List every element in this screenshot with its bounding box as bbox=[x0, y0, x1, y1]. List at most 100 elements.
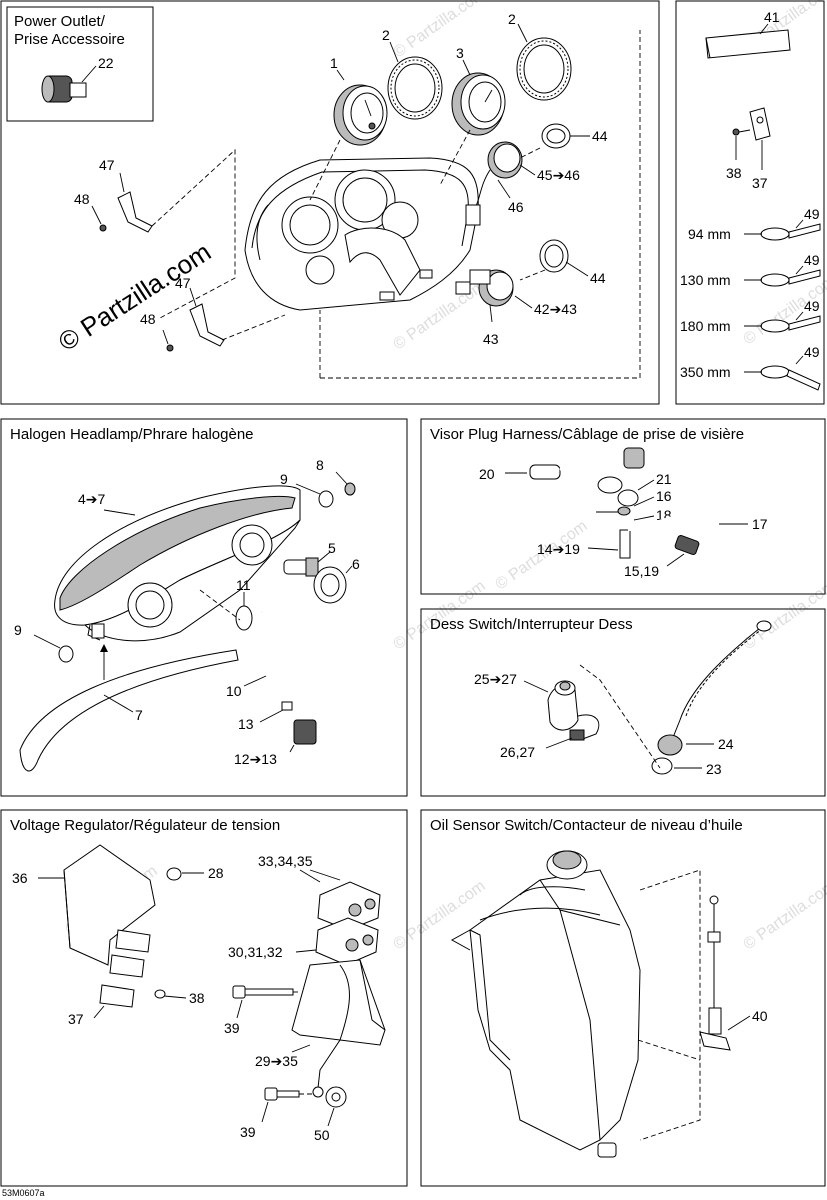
regulator-bracket bbox=[38, 844, 204, 966]
tie-length-350: 350 mm bbox=[680, 364, 731, 380]
bracket-lower bbox=[162, 287, 225, 352]
gauge-tachometer bbox=[451, 59, 506, 136]
headlamp-connector bbox=[289, 719, 317, 753]
callout-20: 20 bbox=[479, 466, 495, 482]
callout-26-27: 26,27 bbox=[500, 744, 535, 760]
callout-8: 8 bbox=[316, 457, 324, 473]
headlamp-bulb bbox=[283, 551, 331, 577]
callout-7: 7 bbox=[135, 707, 143, 723]
gauge-speedometer bbox=[333, 69, 388, 146]
copyright-watermark: © Partzilla.com bbox=[53, 236, 216, 357]
callout-44-upper: 44 bbox=[592, 128, 608, 144]
clip-bracket bbox=[732, 107, 771, 170]
regulator-connectors bbox=[295, 869, 381, 966]
callout-46: 46 bbox=[508, 199, 524, 215]
callout-21: 21 bbox=[656, 471, 672, 487]
callout-12-13: 12➔13 bbox=[234, 751, 277, 767]
callout-44-lower: 44 bbox=[590, 270, 606, 286]
gauge-small-upper bbox=[465, 141, 536, 226]
callout-17: 17 bbox=[752, 516, 768, 532]
instrument-housing bbox=[244, 157, 479, 311]
callout-37-regulator: 37 bbox=[68, 1011, 84, 1027]
watermark-text: © Partzilla.com bbox=[391, 0, 489, 61]
visor-title: Visor Plug Harness/Câblage de prise de v… bbox=[430, 426, 744, 443]
callout-39-upper: 39 bbox=[224, 1020, 240, 1036]
callout-38-regulator: 38 bbox=[189, 990, 205, 1006]
callout-1: 1 bbox=[330, 55, 338, 71]
headlamp-dash-line bbox=[199, 589, 241, 621]
callout-36: 36 bbox=[12, 870, 28, 886]
callout-13: 13 bbox=[238, 716, 254, 732]
visor-harness-cable bbox=[505, 447, 645, 480]
visor-cap bbox=[596, 476, 655, 521]
callout-49-130: 49 bbox=[804, 252, 820, 268]
dess-title: Dess Switch/Interrupteur Dess bbox=[430, 616, 633, 633]
callout-9-lower: 9 bbox=[14, 622, 22, 638]
headlamp-screws bbox=[33, 471, 356, 663]
visor-socket-tube bbox=[587, 508, 748, 567]
section-frame-power-outlet bbox=[6, 6, 154, 122]
callout-38-accessory: 38 bbox=[726, 165, 742, 181]
callout-49-180: 49 bbox=[804, 298, 820, 314]
section-frame-dess bbox=[420, 608, 826, 797]
callout-4-7: 4➔7 bbox=[78, 491, 106, 507]
callout-47-lower: 47 bbox=[175, 275, 191, 291]
callout-45-46: 45➔46 bbox=[537, 167, 580, 183]
voltage-title: Voltage Regulator/Régulateur de tension bbox=[10, 817, 280, 834]
callout-28: 28 bbox=[208, 865, 224, 881]
callout-49-94: 49 bbox=[804, 206, 820, 222]
oil-title: Oil Sensor Switch/Contacteur de niveau d… bbox=[430, 817, 743, 834]
headlamp-assembly bbox=[54, 485, 301, 642]
callout-42-43: 42➔43 bbox=[534, 301, 577, 317]
watermark-text: © Partzilla.com bbox=[741, 878, 827, 954]
alignment-lines-gauges bbox=[151, 30, 641, 379]
section-frame-oil bbox=[420, 809, 826, 1187]
callout-49-350: 49 bbox=[804, 344, 820, 360]
callout-22: 22 bbox=[98, 55, 114, 71]
gauge-bezel-right bbox=[516, 23, 572, 101]
callout-9-upper: 9 bbox=[280, 471, 288, 487]
callout-47-upper: 47 bbox=[99, 157, 115, 173]
callout-39-lower: 39 bbox=[240, 1124, 256, 1140]
bulb-retainer bbox=[313, 565, 353, 604]
gauge-small-lower bbox=[455, 269, 533, 323]
dess-tether-cord bbox=[579, 620, 772, 775]
callout-24: 24 bbox=[718, 736, 734, 752]
callout-37-accessory: 37 bbox=[752, 175, 768, 191]
headlamp-vent-hose bbox=[235, 592, 293, 723]
power-outlet-title-line2: Prise Accessoire bbox=[14, 31, 125, 48]
callout-3: 3 bbox=[456, 45, 464, 61]
gauge-ring-upper bbox=[541, 123, 590, 149]
section-frame-voltage bbox=[0, 809, 408, 1187]
regulator-bolts bbox=[232, 985, 347, 1127]
oil-tank bbox=[450, 850, 641, 1158]
bracket-upper bbox=[91, 172, 153, 233]
callout-40: 40 bbox=[752, 1008, 768, 1024]
tie-length-94: 94 mm bbox=[688, 226, 731, 242]
headlamp-trim-molding bbox=[19, 644, 239, 772]
callout-10: 10 bbox=[226, 683, 242, 699]
power-outlet-title-line1: Power Outlet/ bbox=[14, 13, 106, 30]
oil-level-sensor bbox=[637, 869, 751, 1141]
regulator-body bbox=[291, 959, 386, 1098]
callout-23: 23 bbox=[706, 761, 722, 777]
gauge-ring-lower bbox=[539, 239, 589, 277]
callout-50: 50 bbox=[314, 1127, 330, 1143]
callout-41: 41 bbox=[764, 9, 780, 25]
callout-33-34-35: 33,34,35 bbox=[258, 853, 313, 869]
callout-29-35: 29➔35 bbox=[255, 1053, 298, 1069]
tie-length-130: 130 mm bbox=[680, 272, 731, 288]
callout-48-upper: 48 bbox=[74, 191, 90, 207]
callout-11: 11 bbox=[236, 577, 251, 593]
tie-length-180: 180 mm bbox=[680, 318, 731, 334]
callout-48-lower: 48 bbox=[140, 311, 156, 327]
cable-ties bbox=[744, 219, 821, 391]
callout-25-27: 25➔27 bbox=[474, 671, 517, 687]
callout-2-right: 2 bbox=[508, 11, 516, 27]
callout-5: 5 bbox=[328, 540, 336, 556]
callout-14-19: 14➔19 bbox=[537, 541, 580, 557]
callout-2-left: 2 bbox=[382, 27, 390, 43]
callout-15-19: 15,19 bbox=[624, 563, 659, 579]
callout-43: 43 bbox=[483, 331, 499, 347]
section-frame-halogen bbox=[0, 418, 408, 797]
